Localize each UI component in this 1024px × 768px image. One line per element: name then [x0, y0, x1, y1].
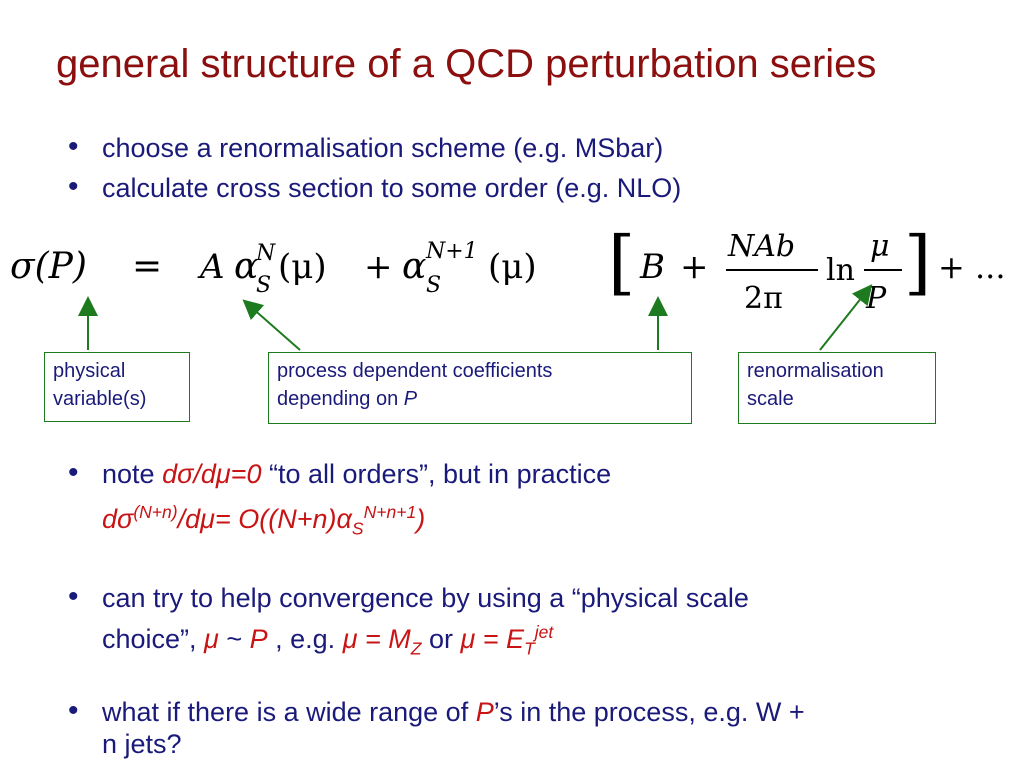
- conv-mz-sub: Z: [410, 638, 422, 659]
- note-l2-b: /dμ= O((N+n)α: [177, 504, 352, 534]
- eq-P-den: P: [865, 281, 887, 316]
- conv-l2-a: choice”,: [102, 624, 205, 654]
- bullet-text: calculate cross section to some order (e…: [102, 173, 682, 203]
- slide-title: general structure of a QCD perturbation …: [56, 42, 877, 86]
- eq-tail: + ...: [938, 248, 1006, 286]
- box-line: scale: [747, 388, 794, 410]
- conv-mu-MZ: μ = MZ: [342, 624, 422, 658]
- eq-equals: =: [132, 246, 162, 287]
- conv-et-sub: T: [524, 638, 535, 659]
- eq-frac-denominator: 2π: [744, 281, 783, 316]
- eq-mu-arg-1: (μ): [278, 247, 327, 287]
- box-renormalisation-scale: renormalisation scale: [738, 352, 936, 424]
- wide-P: P: [475, 697, 494, 727]
- bullet-text: note dσ/dμ=0 “to all orders”, but in pra…: [102, 458, 611, 490]
- note-l2-a: dσ: [102, 504, 134, 534]
- eq-plus-2: +: [680, 247, 709, 287]
- conv-mz-main: μ = M: [342, 624, 411, 654]
- eq-sub-S-1: S: [256, 273, 271, 298]
- wide-range-line2: n jets?: [102, 728, 182, 760]
- eq-alpha-1: α: [234, 246, 258, 287]
- wide-b: ’s in the process, e.g. W +: [493, 697, 805, 727]
- box-process-coefficients: process dependent coefficients depending…: [268, 352, 692, 424]
- bullet-dot: •: [68, 130, 79, 163]
- conv-eg: , e.g.: [267, 624, 343, 654]
- conv-mu: μ: [204, 624, 219, 654]
- eq-A: A: [197, 247, 225, 287]
- conv-mu-ET: μ = ETjet: [460, 622, 554, 658]
- eq-sub-S-2: S: [426, 273, 441, 298]
- eq-lhs: σ(P): [10, 246, 87, 287]
- box-line: depending on P: [277, 385, 683, 413]
- conv-P: P: [249, 624, 268, 654]
- eq-right-bracket: ]: [904, 221, 931, 303]
- note-mid: “to all orders”, but in practice: [261, 459, 612, 489]
- eq-plus-1: +: [364, 247, 393, 287]
- box-line: process dependent coefficients: [277, 360, 553, 382]
- box-text: depending on: [277, 388, 404, 410]
- box-line: renormalisation: [747, 360, 884, 382]
- note-l2-sup2: N+n+1: [363, 502, 417, 522]
- conv-et-sup: jet: [534, 622, 554, 642]
- note-l2-sub: S: [351, 518, 364, 539]
- eq-ln: ln: [826, 253, 855, 288]
- bullet-dot: •: [68, 456, 79, 489]
- note-derivative: dσ/dμ=0: [162, 459, 262, 489]
- eq-B: B: [639, 247, 665, 287]
- convergence-line2: choice”, μ ~ P , e.g. μ = MZ or μ = ETje…: [102, 616, 553, 664]
- eq-sup-N1: N+1: [425, 239, 478, 264]
- bullet-text: choose a renormalisation scheme (e.g. MS…: [102, 133, 664, 163]
- bullet-text: can try to help convergence by using a “…: [102, 583, 749, 613]
- note-line2: dσ(N+n)/dμ= O((N+n)αSN+n+1): [102, 496, 425, 544]
- box-physical-variable: physical variable(s): [44, 352, 190, 422]
- eq-sup-N: N: [255, 241, 276, 266]
- note-expression: dσ(N+n)/dμ= O((N+n)αSN+n+1): [102, 502, 426, 538]
- bullet-dot: •: [68, 170, 79, 203]
- note-prefix: note: [102, 459, 163, 489]
- eq-alpha-2: α: [402, 246, 426, 287]
- conv-or: or: [421, 624, 461, 654]
- note-l2-c: ): [416, 504, 426, 534]
- eq-mu-arg-2: (μ): [488, 247, 537, 287]
- perturbation-equation: σ(P) = A α N S (μ) + α N+1 S (μ) [ B + N…: [0, 216, 1024, 326]
- conv-et-main: μ = E: [460, 624, 525, 654]
- eq-mu-num: μ: [870, 229, 890, 264]
- box-line: variable(s): [53, 388, 147, 410]
- wide-line2: n jets?: [102, 729, 182, 759]
- box-line: physical: [53, 360, 126, 382]
- eq-left-bracket: [: [608, 221, 635, 303]
- wide-a: what if there is a wide range of: [102, 697, 476, 727]
- bullet-dot: •: [68, 580, 79, 613]
- eq-frac-numerator: NAb: [727, 229, 795, 264]
- bullet-text: what if there is a wide range of P’s in …: [102, 696, 805, 728]
- bullet-dot: •: [68, 694, 79, 727]
- box-var-P: P: [403, 388, 418, 410]
- conv-sim: ~: [218, 624, 250, 654]
- note-l2-sup1: (N+n): [133, 502, 178, 522]
